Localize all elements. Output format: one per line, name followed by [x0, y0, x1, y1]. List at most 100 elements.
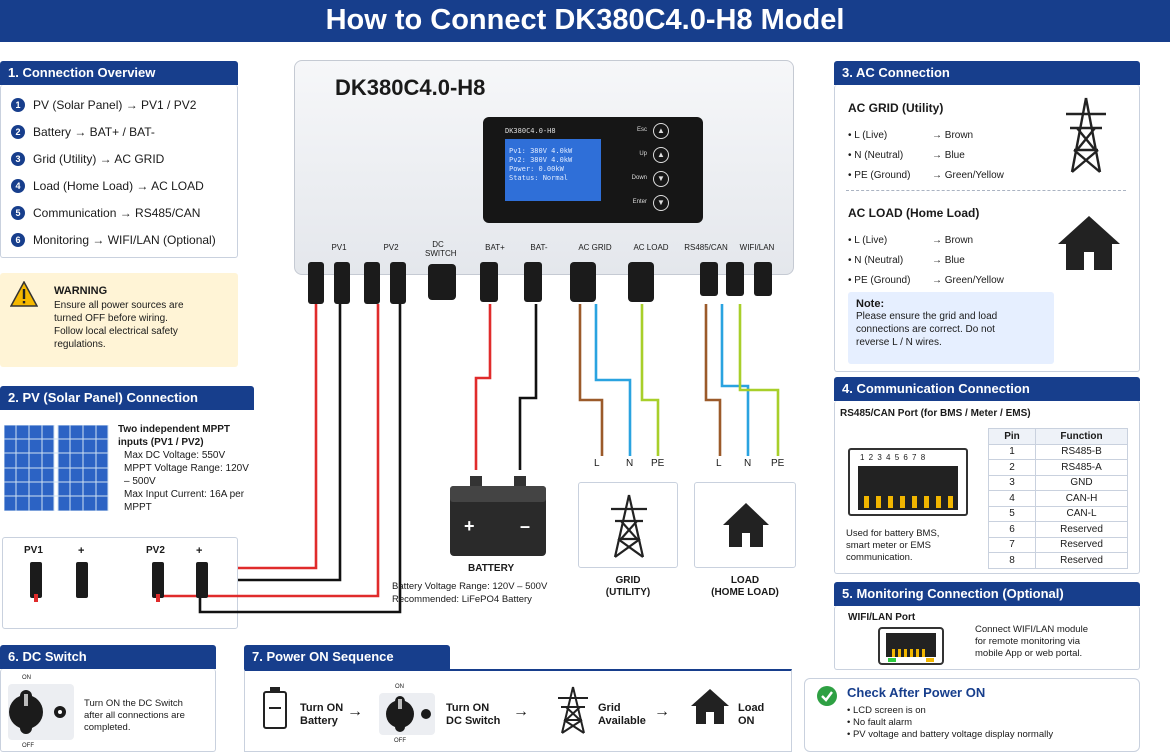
- dc-switch-section: 6. DC Switch: [0, 645, 216, 669]
- esc-button[interactable]: ▲: [653, 123, 669, 139]
- battery-step-icon: [263, 687, 287, 729]
- ac-load-wires: • L (Live)→ Brown • N (Neutral)→ Blue • …: [848, 235, 1004, 286]
- rs485-port-pins: [864, 496, 953, 508]
- enter-label: Enter: [632, 199, 647, 205]
- battery-minus-symbol: –: [520, 516, 530, 536]
- load-step-home-icon: [691, 689, 729, 724]
- battery-plus-symbol: +: [464, 516, 475, 536]
- pv1-label: PV1: [24, 545, 43, 556]
- port-label-pv1: PV1: [331, 243, 347, 252]
- pv1-positive-cable: [238, 304, 318, 570]
- inverter-device: DK380C4.0-H8 DK380C4.0-H8 Pv1: 380V 4.0k…: [294, 60, 794, 275]
- port-label-ac-load: AC LOAD: [633, 243, 669, 252]
- dc-switch-off-label: OFF: [22, 743, 34, 749]
- load-box: [694, 482, 796, 568]
- pv-connector-plugs: [30, 562, 208, 602]
- pv1-negative-cable: [238, 304, 342, 582]
- dc-switch-heading: 6. DC Switch: [0, 645, 216, 669]
- down-button[interactable]: ▼: [653, 171, 669, 187]
- monitor-section: 5. Monitoring Connection (Optional): [834, 582, 1140, 606]
- ac-load-home-icon: [1058, 216, 1120, 270]
- grid-box: [578, 482, 678, 568]
- battery-icon: + –: [450, 476, 546, 556]
- load-n-label: N: [744, 458, 752, 469]
- up-button[interactable]: ▲: [653, 147, 669, 163]
- battery-positive-cable: [474, 304, 492, 470]
- load-live-cable: [704, 304, 722, 456]
- down-label: Down: [631, 175, 647, 181]
- grid-box-label: GRID(UTILITY): [605, 575, 651, 598]
- pv-specs: Two independent MPPT inputs (PV1 / PV2) …: [118, 424, 249, 513]
- battery-label: BATTERY: [468, 563, 515, 574]
- check-circle-icon: [817, 686, 837, 706]
- check-item: • PV voltage and battery voltage display…: [847, 729, 1054, 740]
- load-l-label: L: [716, 458, 722, 469]
- grid-n-label: N: [626, 458, 634, 469]
- pv2-positive-cable: [158, 304, 380, 598]
- comm-section: 4. Communication Connection: [834, 377, 1140, 401]
- solar-panel-icon: [4, 425, 109, 511]
- ac-grid-title: AC GRID (Utility): [848, 101, 944, 115]
- dc-switch-knob-icon: [8, 684, 74, 740]
- ac-heading: 3. AC Connection: [834, 61, 1140, 85]
- rs485-port-icon: 1 2 3 4 5 6 7 8: [848, 448, 968, 516]
- grid-ground-cable: [640, 304, 660, 456]
- warning-title: WARNING: [54, 285, 108, 297]
- load-box-label: LOAD(HOME LOAD): [711, 575, 779, 598]
- load-neutral-cable: [720, 304, 750, 456]
- sequence-arrow-2: →: [513, 703, 529, 720]
- step-switch-on-label: ON: [395, 684, 404, 690]
- pv2-label: PV2: [146, 545, 165, 556]
- step-switch-off-label: OFF: [394, 738, 406, 744]
- pv2-negative-cable: [198, 304, 402, 614]
- ac-load-title: AC LOAD (Home Load): [848, 206, 980, 220]
- port-label-bat-minus: BAT-: [530, 243, 548, 252]
- device-connectors: [308, 262, 772, 304]
- wifi-lan-port-label: WIFI/LAN Port: [848, 612, 916, 623]
- port-label-rs485: RS485/CAN: [684, 243, 728, 252]
- grid-neutral-cable: [594, 304, 632, 456]
- pv-section: 2. PV (Solar Panel) Connection: [0, 386, 254, 410]
- grid-tower-icon: [611, 494, 647, 558]
- lcd-header: DK380C4.0-H8: [505, 127, 556, 135]
- enter-button[interactable]: ▼: [653, 195, 669, 211]
- port-label-dc-switch: DC SWITCH: [425, 240, 457, 258]
- grid-step-tower-icon: [558, 686, 588, 734]
- overview-heading: 1. Connection Overview: [0, 61, 238, 85]
- grid-l-label: L: [594, 458, 600, 469]
- port-label-wifi: WIFI/LAN: [739, 243, 775, 252]
- dc-switch-on-label: ON: [22, 675, 31, 681]
- monitor-heading: 5. Monitoring Connection (Optional): [834, 582, 1140, 606]
- lan-port-icon: [878, 627, 944, 665]
- rs485-port-body: [858, 466, 958, 510]
- ac-divider: [846, 190, 1126, 191]
- up-label: Up: [639, 151, 647, 157]
- comm-subtitle: RS485/CAN Port (for BMS / Meter / EMS): [840, 408, 1031, 419]
- grid-pe-label: PE: [651, 458, 665, 469]
- battery-negative-cable: [518, 304, 538, 470]
- dc-switch-step-icon: [379, 693, 435, 735]
- pv2-plus-label: +: [196, 545, 203, 557]
